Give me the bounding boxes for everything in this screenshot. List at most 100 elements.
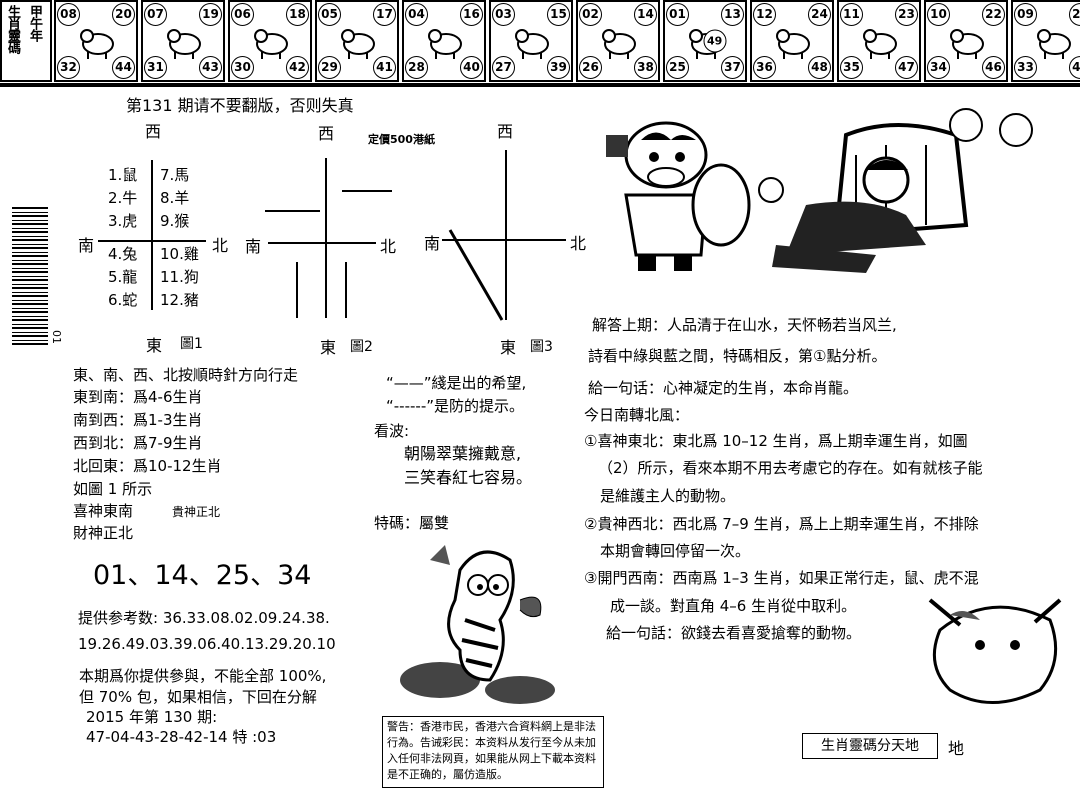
cartoon-tiger-icon — [400, 545, 555, 704]
zodiac-number: 14 — [634, 3, 657, 26]
d2-vertical-axis — [325, 158, 327, 318]
strip-header: 生肖靈碼 甲午年 — [0, 0, 52, 82]
d1-east: 東 — [146, 336, 163, 355]
zodiac-number: 24 — [808, 3, 831, 26]
strip-divider — [0, 83, 1080, 87]
d3-title: 圖3 — [530, 339, 553, 355]
zodiac-number: 29 — [318, 56, 341, 79]
promo-line-3: 2015 年第 130 期: — [86, 708, 218, 726]
zodiac-number: 08 — [57, 3, 80, 26]
zodiac-number: 41 — [373, 56, 396, 79]
zodiac-number: 33 — [1014, 56, 1037, 79]
zodiac-number: 49 — [703, 29, 727, 53]
rule-east-south: 東到南：爲4-6生肖 — [73, 388, 203, 406]
zodiac-number: 34 — [927, 56, 950, 79]
strip-header-year: 甲午年 — [27, 5, 42, 41]
zodiac-list-item: 5.龍 — [108, 268, 138, 286]
snake-icon — [513, 22, 553, 60]
zodiac-list-item: 1.鼠 — [108, 166, 138, 184]
promo-line-2: 但 70% 包，如果相信，下回在分解 — [79, 688, 317, 706]
zodiac-number: 12 — [753, 3, 776, 26]
header-note: 第131 期请不要翻版，否则失真 — [126, 96, 354, 115]
d2-south: 南 — [245, 237, 262, 256]
d2-east: 東 — [320, 338, 337, 357]
d2-west: 西 — [318, 124, 335, 143]
zodiac-number: 07 — [144, 3, 167, 26]
wealth-god: 財神正北 — [73, 524, 134, 542]
zodiac-number: 48 — [808, 56, 831, 79]
d3-west: 西 — [497, 122, 514, 141]
point-2-line-1: ②貴神西北：西北爲 7–9 生肖，爲上上期幸運生肖，不排除 — [584, 515, 979, 533]
tiger-icon — [252, 22, 292, 60]
zodiac-number: 19 — [199, 3, 222, 26]
rule-south-west: 南到西：爲1-3生肖 — [73, 411, 203, 429]
zodiac-number: 36 — [753, 56, 776, 79]
pig-icon — [1035, 22, 1075, 60]
zodiac-cell: 12 24 36 48 — [750, 0, 834, 82]
zodiac-number: 35 — [840, 56, 863, 79]
noble-god: 貴神正北 — [172, 505, 221, 519]
point-3-line-2: 成一談。對直角 4–6 生肖從中取利。 — [610, 597, 857, 615]
zodiac-number: 26 — [579, 56, 602, 79]
zodiac-list-item: 9.猴 — [160, 212, 190, 230]
zodiac-number: 16 — [460, 3, 483, 26]
zodiac-number: 20 — [112, 3, 135, 26]
barcode — [12, 205, 48, 345]
reference-numbers-2: 19.26.49.03.39.06.40.13.29.20.10 — [78, 635, 336, 653]
legend-dashed: “------”是防的提示。 — [386, 397, 525, 415]
monkey-icon — [774, 22, 814, 60]
rule-north-east: 北回東：爲10-12生肖 — [73, 457, 222, 475]
see-figure-1: 如圖 1 所示 — [73, 480, 153, 498]
horse-icon — [600, 22, 640, 60]
legend-solid: “——”綫是出的希望, — [386, 374, 527, 392]
cartoon-cow-sleeper-icon — [606, 108, 1033, 273]
zodiac-number: 22 — [982, 3, 1005, 26]
zodiac-number: 01 — [666, 3, 689, 26]
zodiac-number: 47 — [895, 56, 918, 79]
zodiac-number: 39 — [547, 56, 570, 79]
d3-east: 東 — [500, 338, 517, 357]
zodiac-number: 37 — [721, 56, 744, 79]
d3-south: 南 — [424, 234, 441, 253]
zodiac-list-item: 2.牛 — [108, 189, 138, 207]
promo-line-1: 本期爲你提供參與，不能全部 100%, — [79, 667, 327, 685]
special-code: 特碼：屬雙 — [374, 514, 450, 532]
zodiac-number: 32 — [57, 56, 80, 79]
ox-icon — [165, 22, 205, 60]
zodiac-number: 25 — [666, 56, 689, 79]
footer-char: 地 — [948, 739, 965, 758]
zodiac-number: 28 — [405, 56, 428, 79]
zodiac-number: 30 — [231, 56, 254, 79]
see-wave-label: 看波: — [374, 422, 410, 440]
zodiac-list-item: 10.雞 — [160, 245, 199, 263]
d2-solid-line — [342, 190, 392, 192]
zodiac-number: 18 — [286, 3, 309, 26]
point-3-line-1: ③開門西南：西南爲 1–3 生肖，如果正常行走，鼠、虎不混 — [584, 569, 979, 587]
dragon-icon — [426, 22, 466, 60]
strip-header-title: 生肖靈碼 — [5, 5, 20, 53]
d2-solid-line — [345, 262, 347, 318]
zodiac-number: 05 — [318, 3, 341, 26]
zodiac-number: 06 — [231, 3, 254, 26]
zodiac-list-item: 6.蛇 — [108, 291, 138, 309]
point-2-line-2: 本期會轉回停留一次。 — [600, 542, 751, 560]
zodiac-number: 11 — [840, 3, 863, 26]
d3-north: 北 — [570, 234, 587, 253]
zodiac-list-item: 11.狗 — [160, 268, 199, 286]
zodiac-list-item: 4.兔 — [108, 245, 138, 263]
point-1-line-1: ①喜神東北：東北爲 10–12 生肖，爲上期幸運生肖，如圖 — [584, 432, 968, 450]
footer-title-box: 生肖靈碼分天地 — [802, 733, 938, 759]
dog-icon — [948, 22, 988, 60]
d1-vertical-axis — [151, 160, 153, 310]
zodiac-number: 02 — [579, 3, 602, 26]
warning-notice: 警告：香港市民，香港六合資料網上是非法行為。告诫彩民：本资料从发行至今从未加入任… — [382, 716, 604, 788]
